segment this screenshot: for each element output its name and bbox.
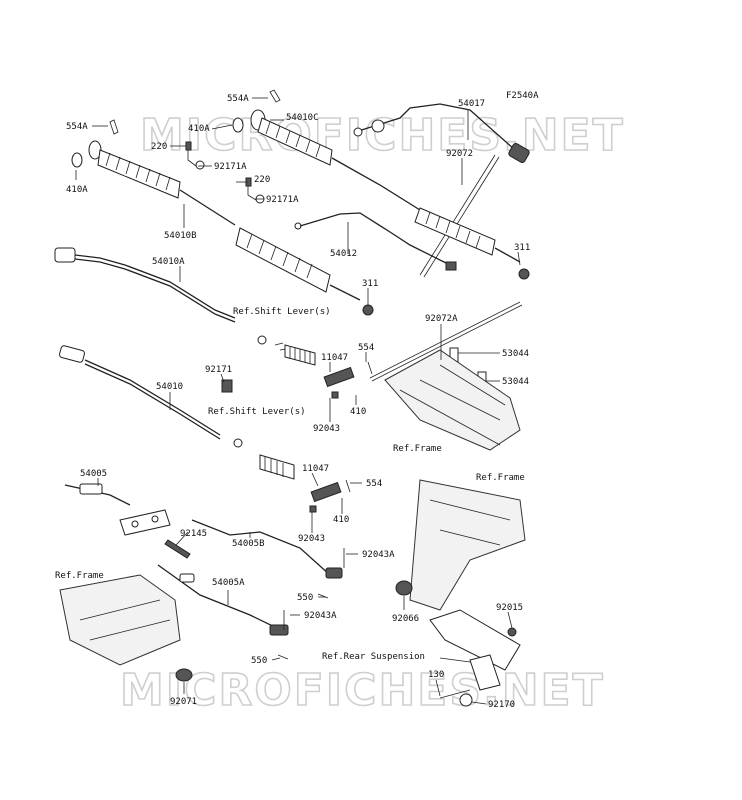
spring-assembly-lower: [233, 438, 351, 513]
spring-assembly-upper: [257, 335, 373, 399]
ref-frame-2: Ref.Frame: [476, 473, 525, 483]
label-92043a-a: 92043A: [362, 550, 395, 560]
label-54005: 54005: [80, 469, 107, 479]
label-92145: 92145: [180, 529, 207, 539]
cable-54017: [353, 103, 530, 278]
cable-54010c: [250, 109, 530, 280]
label-554-b: 554: [366, 479, 382, 489]
label-92171: 92171: [205, 365, 232, 375]
label-92071: 92071: [170, 697, 197, 707]
label-11047-a: 11047: [321, 353, 348, 363]
cable-54010: [59, 345, 221, 440]
label-54012: 54012: [330, 249, 357, 259]
label-554a-top: 554A: [227, 94, 249, 104]
cable-54005b: [191, 519, 343, 579]
cable-54010a: [54, 247, 236, 323]
pin-554a-left: [71, 119, 119, 168]
pins-92043a: [277, 548, 345, 660]
label-92072a: 92072A: [425, 314, 458, 324]
watermark-bottom: MICROFICHES.NET: [120, 665, 605, 716]
cable-54012: [294, 212, 457, 271]
ref-frame-1: Ref.Frame: [393, 444, 442, 454]
label-92043-b: 92043: [298, 534, 325, 544]
label-92066: 92066: [392, 614, 419, 624]
clips-92171a: [185, 141, 265, 204]
label-54005a: 54005A: [212, 578, 245, 588]
label-554a-left: 554A: [66, 122, 88, 132]
rear-suspension-arm: [429, 609, 521, 707]
label-53044-a: 53044: [502, 349, 529, 359]
ref-shift-lever-1: Ref.Shift Lever(s): [233, 307, 331, 317]
label-92170: 92170: [488, 700, 515, 710]
label-130: 130: [428, 670, 444, 680]
cable-54010b: [88, 140, 374, 316]
label-54010a: 54010A: [152, 257, 185, 267]
ref-frame-3: Ref.Frame: [55, 571, 104, 581]
label-92171a-a: 92171A: [214, 162, 247, 172]
label-54010: 54010: [156, 382, 183, 392]
cable-54005: [64, 483, 191, 559]
frame-left: [59, 574, 193, 682]
label-410-b: 410: [333, 515, 349, 525]
frame-right: [395, 479, 526, 611]
label-220-a: 220: [151, 142, 167, 152]
label-220-b: 220: [254, 175, 270, 185]
pin-554a-top: [232, 89, 281, 133]
label-92171a-b: 92171A: [266, 195, 299, 205]
label-311-b: 311: [362, 279, 378, 289]
label-54010c: 54010C: [286, 113, 319, 123]
label-554-a: 554: [358, 343, 374, 353]
ref-shift-lever-2: Ref.Shift Lever(s): [208, 407, 306, 417]
rod-92072a: [369, 301, 523, 382]
leader-lines: [75, 97, 521, 705]
cable-54005a: [157, 564, 289, 636]
label-410a-top: 410A: [188, 124, 210, 134]
label-550-a: 550: [297, 593, 313, 603]
ref-rear-suspension: Ref.Rear Suspension: [322, 652, 425, 662]
label-410-a: 410: [350, 407, 366, 417]
label-92043-a: 92043: [313, 424, 340, 434]
label-54017: 54017: [458, 99, 485, 109]
label-54005b: 54005B: [232, 539, 265, 549]
label-53044-b: 53044: [502, 377, 529, 387]
label-11047-b: 11047: [302, 464, 329, 474]
label-410a-left: 410A: [66, 185, 88, 195]
label-54010b: 54010B: [164, 231, 197, 241]
label-550-b: 550: [251, 656, 267, 666]
frame-upper: [384, 347, 521, 451]
label-311-a: 311: [514, 243, 530, 253]
label-92015: 92015: [496, 603, 523, 613]
label-92043a-b: 92043A: [304, 611, 337, 621]
watermark-top: MICROFICHES.NET: [140, 110, 625, 161]
figure-code: F2540A: [506, 91, 539, 101]
label-92072: 92072: [446, 149, 473, 159]
bracket-92171: [221, 379, 233, 393]
